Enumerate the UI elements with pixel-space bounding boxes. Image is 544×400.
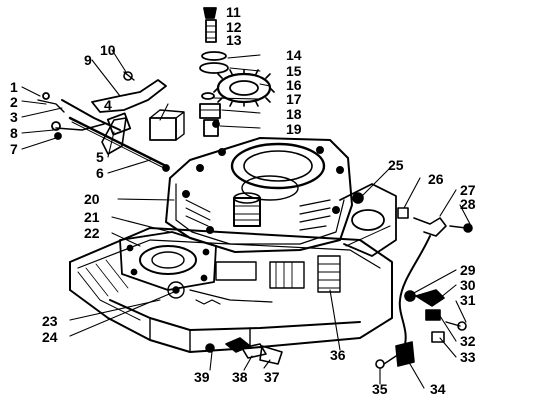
- shift-lever-assembly: [37, 71, 185, 172]
- callout-36: 36: [330, 347, 346, 363]
- bottom-parts: [205, 337, 283, 365]
- callout-25: 25: [388, 157, 404, 173]
- callout-39: 39: [194, 369, 210, 385]
- callout-13: 13: [226, 32, 242, 48]
- callout-1: 1: [10, 79, 18, 95]
- callout-35: 35: [372, 381, 388, 397]
- callout-21: 21: [84, 209, 100, 225]
- callout-30: 30: [460, 277, 476, 293]
- upper-housing: [165, 137, 353, 253]
- right-chamber: [339, 183, 397, 257]
- callout-22: 22: [84, 225, 100, 241]
- callout-6: 6: [96, 165, 104, 181]
- callout-38: 38: [232, 369, 248, 385]
- callout-9: 9: [84, 52, 92, 68]
- callout-2: 2: [10, 94, 18, 110]
- callout-3: 3: [10, 109, 18, 125]
- internal-gear-detail: [167, 255, 341, 305]
- callout-5: 5: [96, 149, 104, 165]
- callout-11: 11: [226, 4, 241, 20]
- vertical-shaft-stack: [199, 7, 275, 137]
- callout-19: 19: [286, 121, 302, 137]
- leader-lines: [21, 11, 471, 389]
- callout-26: 26: [428, 171, 444, 187]
- callout-18: 18: [286, 106, 302, 122]
- callout-23: 23: [42, 313, 58, 329]
- callout-17: 17: [286, 91, 302, 107]
- callout-27: 27: [460, 182, 476, 198]
- lower-housing: [69, 227, 393, 353]
- callout-14: 14: [286, 47, 302, 63]
- callout-12: 12: [226, 19, 242, 35]
- side-cover: [119, 231, 217, 291]
- callout-15: 15: [286, 63, 302, 79]
- callout-28: 28: [460, 196, 476, 212]
- right-linkage: [352, 192, 473, 369]
- callout-8: 8: [10, 125, 18, 141]
- callout-33: 33: [460, 349, 476, 365]
- callout-31: 31: [460, 292, 476, 308]
- callout-4: 4: [104, 97, 112, 113]
- callout-20: 20: [84, 191, 100, 207]
- callout-16: 16: [286, 77, 302, 93]
- callout-29: 29: [460, 262, 476, 278]
- callout-24: 24: [42, 329, 58, 345]
- callout-7: 7: [10, 141, 18, 157]
- callout-32: 32: [460, 333, 476, 349]
- callout-10: 10: [100, 42, 116, 58]
- callout-34: 34: [430, 381, 446, 397]
- callout-37: 37: [264, 369, 280, 385]
